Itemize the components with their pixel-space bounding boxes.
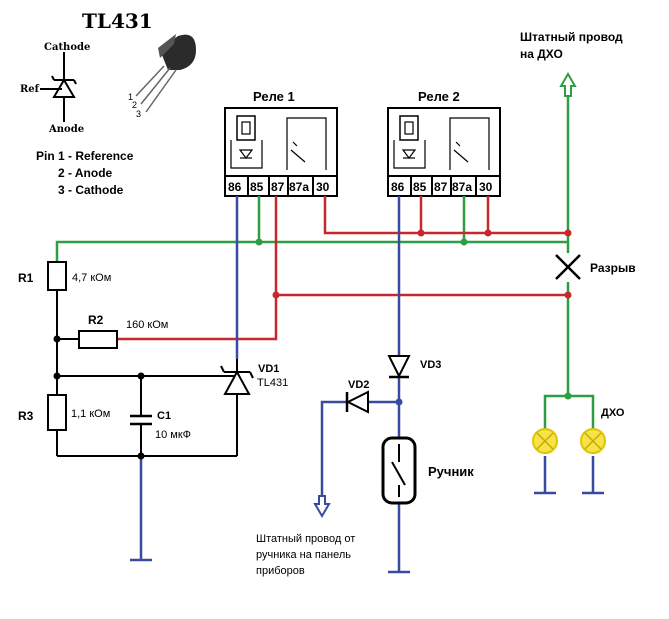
junction-dots (53, 229, 572, 460)
relay-2-pin-85: 85 (413, 180, 427, 194)
pin-num-1: 1 (128, 92, 133, 102)
vd3-label: VD3 (420, 359, 441, 371)
positive-wire (117, 196, 568, 341)
tl431-title: TL431 (82, 9, 153, 33)
relay-1-pin-87: 87 (271, 180, 285, 194)
relay-2-pin-86: 86 (391, 180, 405, 194)
pinout-line-1: Pin 1 - Reference (36, 149, 134, 163)
drl-wire-label-2: на ДХО (520, 47, 563, 61)
relay-2-pin-87a: 87a (452, 180, 472, 194)
pin-num-3: 3 (136, 109, 141, 119)
handbrake-wire-label-2: ручника на панель (256, 549, 351, 561)
r2-value: 160 кОм (126, 319, 168, 331)
drl-output-arrow-icon (559, 72, 577, 97)
drl-lamps-label: ДХО (601, 407, 625, 419)
tl431-ref-label: Ref (20, 84, 40, 95)
to92-package-icon (135, 34, 196, 113)
resistor-r3 (47, 394, 67, 431)
drl-wire-label-1: Штатный провод (520, 30, 623, 44)
pinout-line-2: 2 - Anode (58, 166, 113, 180)
resistor-r1 (47, 261, 67, 291)
vd1-part: TL431 (257, 377, 288, 389)
control-circuit (56, 290, 238, 457)
vd1-label: VD1 (258, 363, 279, 375)
vd2-label: VD2 (348, 379, 369, 391)
ground-wire (130, 196, 604, 574)
resistor-r2 (78, 330, 118, 349)
vd1-tl431 (220, 365, 254, 395)
relay-2-label: Реле 2 (418, 89, 460, 104)
r1-value: 4,7 кОм (72, 272, 111, 284)
break-mark-icon (555, 254, 581, 280)
break-label: Разрыв (590, 261, 636, 275)
r1-label: R1 (18, 271, 34, 285)
tl431-symbol (40, 52, 77, 122)
c1-label: C1 (157, 410, 171, 422)
pin-num-2: 2 (132, 100, 137, 110)
handbrake-wire-arrow-icon (313, 495, 331, 518)
handbrake-switch (381, 436, 417, 505)
capacitor-c1 (130, 414, 152, 426)
drl-lamp-left (532, 428, 558, 454)
relay-2-pin-30: 30 (479, 180, 493, 194)
relay-1-pin-85: 85 (250, 180, 264, 194)
relay-2-pin-87: 87 (434, 180, 448, 194)
c1-value: 10 мкФ (155, 429, 191, 441)
relay-1 (224, 107, 338, 197)
relay-1-label: Реле 1 (253, 89, 295, 104)
tl431-anode-label: Anode (48, 124, 84, 135)
tl431-cathode-label: Cathode (44, 42, 90, 53)
relay-1-pin-87a: 87a (289, 180, 309, 194)
diode-vd3 (387, 355, 411, 379)
relay-1-pin-30: 30 (316, 180, 330, 194)
relay-2 (387, 107, 501, 197)
handbrake-wire-label-1: Штатный провод от (256, 533, 355, 545)
pinout-line-3: 3 - Cathode (58, 183, 124, 197)
drl-wire (55, 90, 595, 440)
handbrake-wire-label-3: приборов (256, 565, 305, 577)
r3-value: 1,1 кОм (71, 408, 110, 420)
diode-vd2 (345, 390, 369, 414)
drl-lamp-right (580, 428, 606, 454)
r2-label: R2 (88, 313, 104, 327)
handbrake-label: Ручник (428, 464, 474, 479)
r3-label: R3 (18, 409, 34, 423)
relay-1-pin-86: 86 (228, 180, 242, 194)
